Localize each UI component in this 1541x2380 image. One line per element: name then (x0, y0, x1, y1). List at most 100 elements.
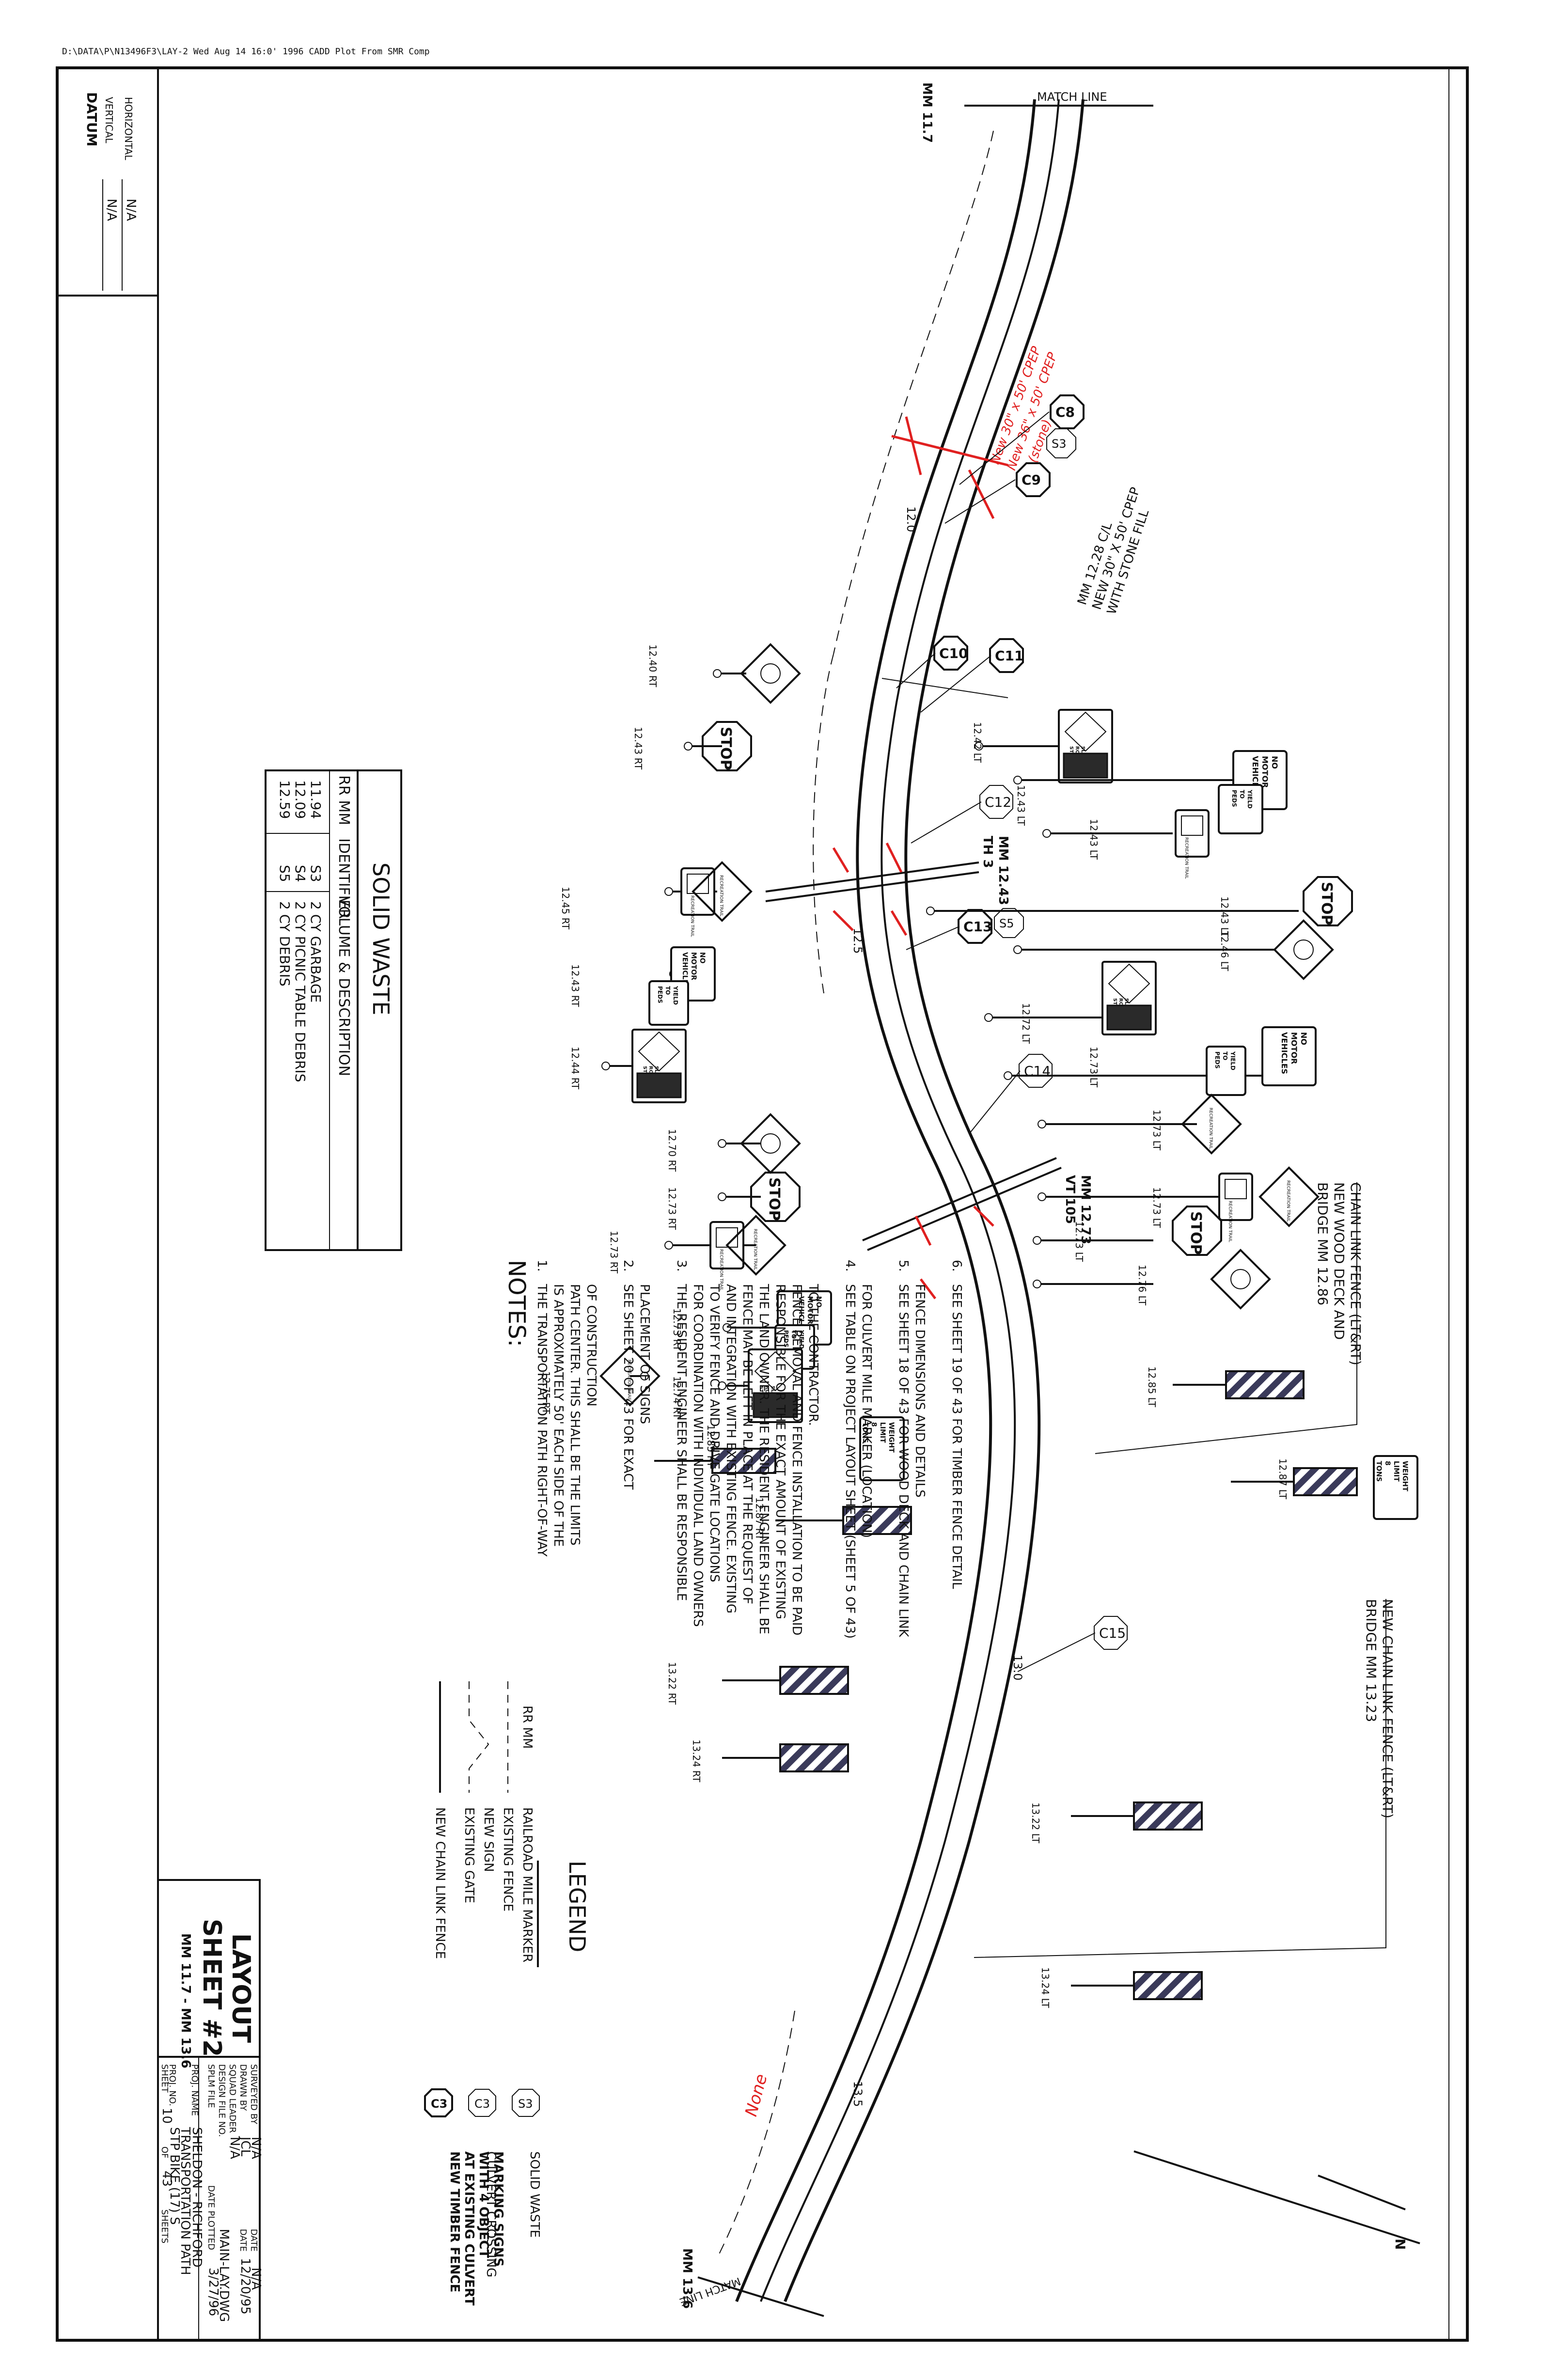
stop-sign: STOP (1172, 1206, 1222, 1256)
crossing-road: TH 3 (980, 836, 995, 868)
recreation-diamond-sign-label: RECREATION TRAIL (1286, 1180, 1290, 1222)
tb-label: OF (159, 2146, 170, 2159)
culvert-marker: C15 (1094, 1616, 1128, 1650)
tb-label: DESIGN FILE NO. (217, 2064, 227, 2137)
sign-station: 12.43 LT (1088, 819, 1100, 860)
tb-label: PROJ. NO. (167, 2064, 177, 2106)
table-cell: S3 (308, 865, 324, 882)
datum-horizontal-value: N/A (124, 199, 138, 221)
tb-label: DATE (238, 2229, 248, 2252)
title-block: LAYOUT SHEET #2 MM 11.7 - MM 13.6 SURVEY… (157, 1879, 263, 2341)
tb-label: DATE PLOTTED (206, 2185, 216, 2250)
note-line: THE TRANSPORTATION PATH RIGHT-OF-WAY (535, 1284, 549, 1557)
table-header: VOLUME & DESCRIPTION (335, 896, 352, 1076)
waste-tag: S5 (999, 917, 1014, 930)
sign-station: 12.45 RT (560, 887, 571, 930)
tb-value: SHELDON - RICHFORD (189, 2127, 204, 2268)
yield-to-peds-sign-label: PEDS (1214, 1051, 1221, 1069)
note-line: SEE TABLE ON PROJECT LAYOUT SHEET (SHEET… (843, 1284, 857, 1639)
tb-label: DRAWN BY (238, 2064, 248, 2111)
note-line: IS APPROXIMATELY 50' EACH SIDE OF THE (551, 1284, 566, 1547)
legend: LEGEND RR MM RAILROAD MILE MARKER EXISTI… (424, 1681, 590, 2306)
yield-to-peds-sign-label: TO (664, 986, 671, 995)
recreation-diamond-sign-label: RECREATION TRAIL (753, 1229, 757, 1270)
weight-limit-sign-label: 8 (870, 1422, 878, 1427)
table-cell: 12.09 (292, 780, 308, 819)
tb-label: SHEETS (159, 2209, 170, 2243)
sign-station: 13.22 RT (666, 1662, 678, 1705)
note-line: PATH CENTER. THIS SHALL BE THE LIMITS (567, 1284, 582, 1546)
crossing-mm: MM 12.73 (1078, 1175, 1093, 1244)
notes-title: NOTES: (503, 1260, 530, 1347)
recreation-trail-sign: RECREATION TRAIL (680, 867, 715, 937)
tb-value: N/A (249, 2137, 263, 2159)
yield-to-peds-sign-label: YIELD (1246, 789, 1253, 809)
sign-station: 12.87 RT (754, 1497, 765, 1540)
crossing-road: VT 105 (1063, 1175, 1077, 1224)
culvert-marker: C14 (1019, 1054, 1053, 1088)
recreation-diamond-sign: RECREATION TRAIL (725, 1215, 786, 1276)
legend-symbol-desc: NEW TIMBER FENCEAT EXISTING CULVERTWITH … (447, 2151, 505, 2306)
station-label: 13.0 (1011, 1655, 1024, 1680)
recreation-diamond-sign: RECREATION TRAIL (599, 1346, 660, 1407)
recreation-trail-sign: RECREATION TRAIL (1218, 1173, 1253, 1242)
yield-to-peds-sign-label: YIELD (1229, 1051, 1236, 1070)
yield-to-peds-sign-label: PEDS (1231, 790, 1238, 807)
sign-station: 12.73 LT (1151, 1110, 1163, 1151)
warning-diamond-sign (1210, 1249, 1271, 1310)
recreation-diamond-sign: RECREATION TRAIL (1258, 1166, 1320, 1227)
sheet-border (56, 66, 1469, 2342)
note-line: SEE SHEET 18 OF 43 FOR WOOD DECK AND CHA… (896, 1284, 911, 1638)
recreation-diamond-sign-label: RECREATION TRAIL (719, 875, 723, 917)
culvert-tag: C15 (1099, 1625, 1126, 1641)
table-cell: S4 (292, 865, 308, 882)
weight-limit-sign-label: WEIGHT (1401, 1461, 1409, 1491)
note-number: 5. (896, 1260, 911, 1272)
table-cell: 12.59 (277, 780, 293, 819)
weight-limit-sign-label: TONS (1375, 1461, 1383, 1482)
note-number: 2. (621, 1260, 635, 1272)
recreation-trail-label: RECREATION TRAIL (719, 1249, 723, 1291)
tb-label: PROJ. NAME (189, 2064, 200, 2116)
sign-station: 12.46 LT (1219, 930, 1230, 971)
bridge-line: NEW CHAIN LINK FENCE (LT&RT) (1380, 1599, 1396, 1818)
sign-station: 13.22 LT (1030, 1802, 1041, 1844)
recreation-trail-sign: RECREATION TRAIL (1175, 809, 1210, 879)
no-motor-vehicles-sign-label: NO (1299, 1032, 1308, 1045)
datum-vertical-label: VERTICAL (103, 97, 115, 144)
sign-station: 12.73 RT (666, 1187, 678, 1230)
legend-symbol-tag: C3 (474, 2097, 490, 2111)
legend-symbol-desc: CULVERT CROSSING (484, 2151, 498, 2277)
legend-item: EXISTING GATE (462, 1807, 476, 1903)
crossing-mm: MM 12.43 (996, 836, 1010, 905)
recreation-trail-label: RECREATION TRAIL (1184, 837, 1189, 879)
recreation-diamond-sign: RECREATION TRAIL (692, 861, 753, 922)
note-number: 4. (843, 1260, 857, 1272)
bridge-line: BRIDGE MM 12.86 (1315, 1182, 1331, 1305)
legend-item: RAILROAD MILE MARKER (520, 1807, 535, 1962)
sign-station: 12.72 LT (1020, 1003, 1032, 1044)
no-motor-vehicles-sign-label: NO (698, 952, 706, 964)
recreation-trail-label: RECREATION TRAIL (1227, 1201, 1232, 1242)
bridge-note-1: BRIDGE MM 12.86 NEW WOOD DECK AND CHAIN … (1315, 1182, 1364, 1365)
tb-label: SQUAD LEADER (227, 2064, 237, 2133)
weight-limit-sign-label: LIMIT (1392, 1461, 1400, 1482)
tb-value: JCL (238, 2136, 252, 2157)
note-line: FOR COORDINATION WITH INDIVIDUAL LAND OW… (691, 1284, 705, 1627)
legend-item: EXISTING FENCE (501, 1807, 515, 1911)
sign-station: 12.73 LT (1088, 1047, 1100, 1088)
sign-station: 12.73 RT (608, 1231, 620, 1274)
station-labels: 12.0 12.5 13.0 13.5 (851, 506, 1024, 2107)
notes-block: NOTES: 1.THE TRANSPORTATION PATH RIGHT-O… (503, 1260, 964, 1639)
tb-value: MAIN-LAY.DWG (217, 2229, 231, 2322)
note-line: SEE SHEET 19 OF 43 FOR TIMBER FENCE DETA… (949, 1284, 964, 1589)
sign-station: 12.73 RT (671, 1308, 683, 1351)
stop-sign-label: STOP (717, 727, 734, 770)
sign-station: 12.85 LT (1146, 1366, 1158, 1408)
